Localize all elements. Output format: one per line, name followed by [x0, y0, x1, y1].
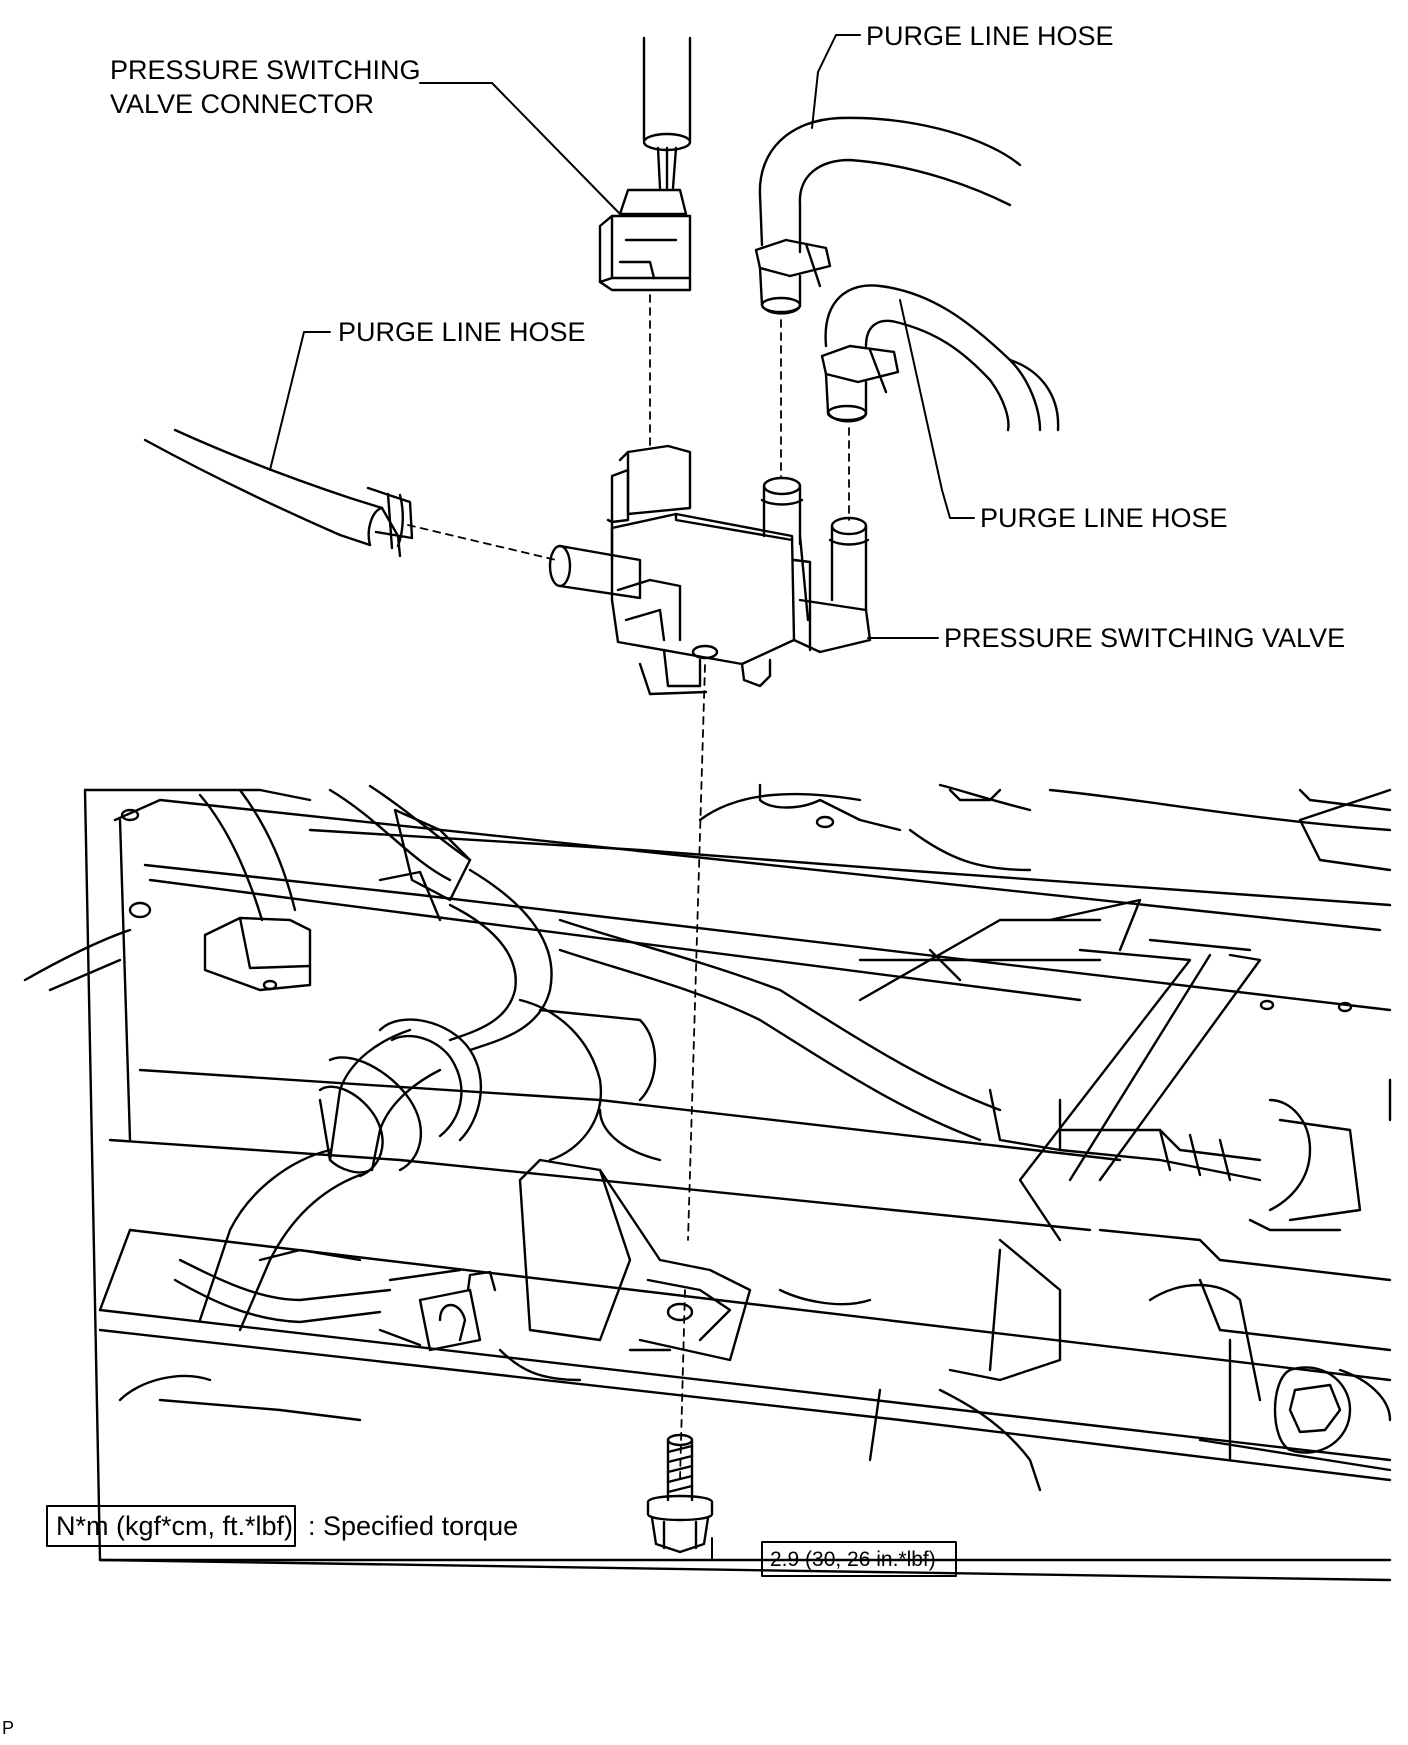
- torque-box-outline: [761, 1541, 957, 1577]
- purge-line-hose-right-part: [820, 284, 1060, 432]
- label-pressure-switching-valve-connector-1: PRESSURE SWITCHING: [110, 55, 421, 85]
- label-purge-line-hose-top: PURGE LINE HOSE: [866, 21, 1114, 51]
- label-pressure-switching-valve-connector-2: VALVE CONNECTOR: [110, 89, 375, 119]
- label-purge-line-hose-right: PURGE LINE HOSE: [980, 503, 1228, 533]
- legend-box-outline: [46, 1505, 296, 1547]
- label-purge-line-hose-left: PURGE LINE HOSE: [338, 317, 586, 347]
- purge-line-hose-top-part: [754, 116, 1022, 315]
- torque-value: 2.9 (30, 26 in.*lbf): [770, 1548, 936, 1571]
- valve-connector: [598, 188, 692, 292]
- label-pressure-switching-valve: PRESSURE SWITCHING VALVE: [944, 623, 1346, 653]
- pressure-switching-valve-body: [548, 444, 872, 696]
- bolt: [646, 1433, 714, 1554]
- purge-line-hose-left-part: [143, 428, 414, 558]
- leader-lines: [269, 34, 975, 1561]
- underbody-structure: [23, 783, 1392, 1582]
- corner-mark: P: [2, 1718, 15, 1738]
- legend-description: : Specified torque: [308, 1511, 519, 1541]
- legend-unit: N*m (kgf*cm, ft.*lbf): [56, 1511, 294, 1541]
- connector-cable: [642, 36, 692, 190]
